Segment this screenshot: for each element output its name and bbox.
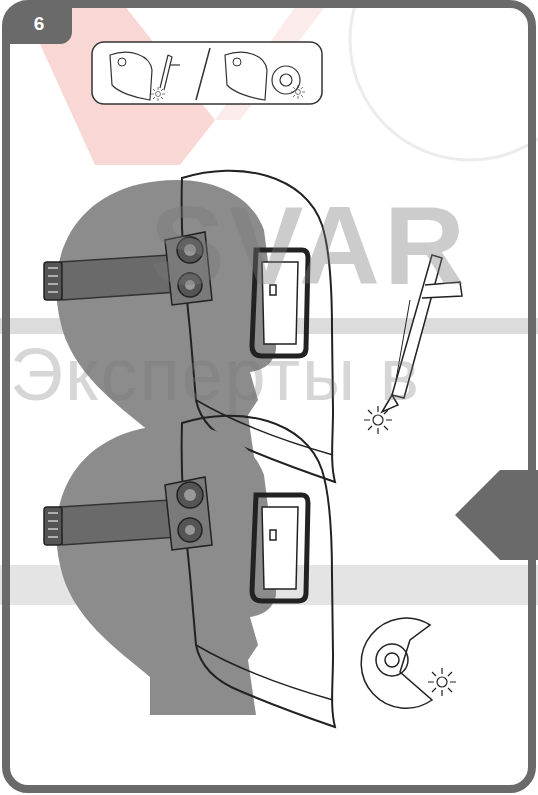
step-number: 6 bbox=[34, 13, 45, 35]
watermark-text: SVAR bbox=[150, 190, 469, 302]
panel-frame bbox=[6, 4, 532, 789]
watermark-circle bbox=[350, 0, 538, 160]
watermark-text: Эксперты в bbox=[10, 338, 421, 412]
mode-icons bbox=[92, 42, 322, 104]
step-badge: 6 bbox=[6, 4, 72, 44]
welder-head-grinding bbox=[44, 416, 456, 727]
welder-head-torch bbox=[44, 171, 462, 482]
page-arrow bbox=[455, 470, 538, 560]
